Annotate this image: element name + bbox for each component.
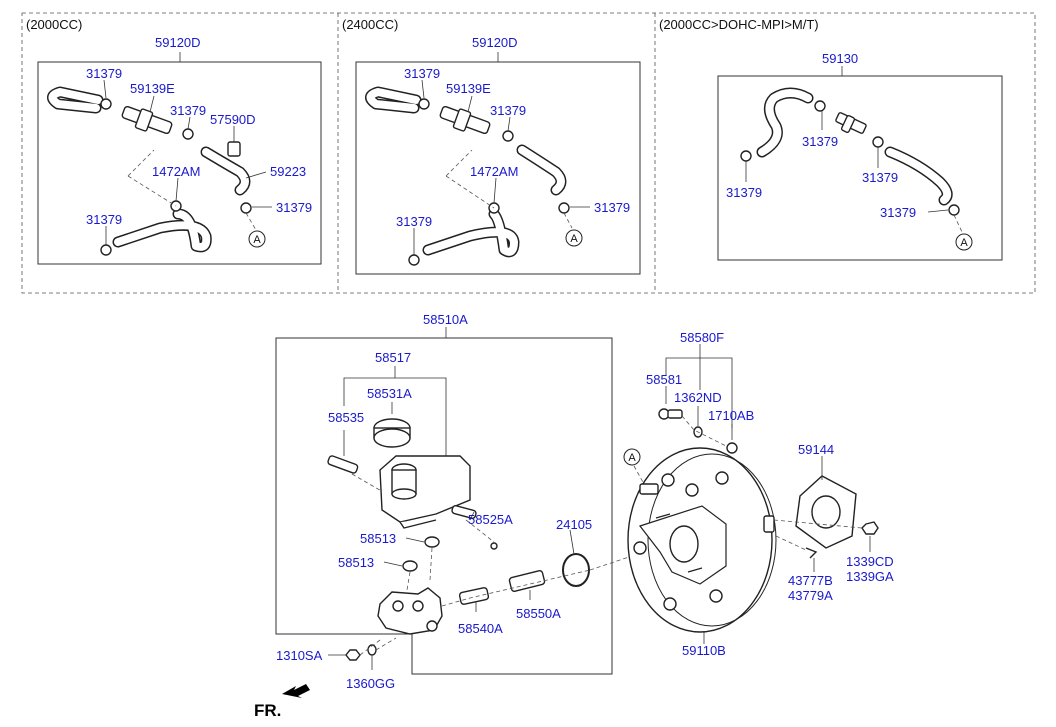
hose-clamp xyxy=(100,98,112,110)
callout-59139e: 59139E xyxy=(130,81,175,96)
master-cylinder-body xyxy=(377,587,443,635)
callout-1362nd: 1362ND xyxy=(674,390,722,405)
vacuum-fitting xyxy=(835,112,867,134)
front-arrow-icon xyxy=(282,684,310,698)
hose-clamp xyxy=(502,130,514,142)
callout-1339ga: 1339GA xyxy=(846,569,894,584)
hose-clamp xyxy=(948,204,960,216)
callout-58580f: 58580F xyxy=(680,330,724,345)
hose-clamp xyxy=(814,100,826,112)
callout-24105: 24105 xyxy=(556,517,592,532)
callout-58531a: 58531A xyxy=(367,386,412,401)
section-title-2000cc-dohc: (2000CC>DOHC-MPI>M/T) xyxy=(659,17,819,32)
reservoir-tank xyxy=(379,455,471,529)
callout-31379: 31379 xyxy=(170,103,206,118)
callout-1360gg: 1360GG xyxy=(346,676,395,691)
hose-kit-box xyxy=(37,61,322,265)
callout-1472am: 1472AM xyxy=(152,164,200,179)
callout-31379: 31379 xyxy=(726,185,762,200)
hose-clamp xyxy=(418,98,430,110)
hose-clamp xyxy=(872,136,884,148)
callout-1710ab: 1710AB xyxy=(708,408,754,423)
reservoir-pin xyxy=(327,455,359,474)
callout-31379: 31379 xyxy=(862,170,898,185)
callout-59120d: 59120D xyxy=(155,35,201,50)
callout-58535: 58535 xyxy=(328,410,364,425)
master-cylinder-group: 58510A 58517 58531A 58535 58525A 58513 5… xyxy=(275,312,651,691)
callout-59130: 59130 xyxy=(822,51,858,66)
section-2400cc-group: A 59120D 31379 59139E 31379 1472AM 31379… xyxy=(355,35,641,275)
hex-nut xyxy=(861,521,879,535)
callout-31379: 31379 xyxy=(276,200,312,215)
o-ring xyxy=(562,553,590,587)
section-2000cc-group: A 59120D 31379 59139E 31379 57590D 59223… xyxy=(37,35,322,265)
hex-nut xyxy=(345,649,361,661)
callout-58513: 58513 xyxy=(338,555,374,570)
section-dohc-group: A 59130 31379 31379 31379 31379 xyxy=(717,51,1003,261)
callout-31379: 31379 xyxy=(490,103,526,118)
ref-marker-a: A xyxy=(570,233,578,245)
callout-59144: 59144 xyxy=(798,442,834,457)
brake-booster-group: A 58580F 58581 1362ND 1710AB 59144 1339C… xyxy=(623,330,894,658)
callout-58550a: 58550A xyxy=(516,606,561,621)
vacuum-nipple xyxy=(639,483,659,495)
callout-57590d: 57590D xyxy=(210,112,256,127)
callout-1339cd: 1339CD xyxy=(846,554,894,569)
callout-31379: 31379 xyxy=(396,214,432,229)
section-title-2400cc: (2400CC) xyxy=(342,17,398,32)
callout-58513: 58513 xyxy=(360,531,396,546)
callout-59223: 59223 xyxy=(270,164,306,179)
hose-clamp xyxy=(408,254,420,266)
gasket xyxy=(795,475,857,549)
callout-43777b: 43777B xyxy=(788,573,833,588)
hose-clamp xyxy=(182,128,194,140)
callout-31379: 31379 xyxy=(86,66,122,81)
callout-58525a: 58525A xyxy=(468,512,513,527)
callout-31379: 31379 xyxy=(880,205,916,220)
callout-43779a: 43779A xyxy=(788,588,833,603)
front-direction-indicator: FR. xyxy=(254,684,310,720)
check-valve xyxy=(439,105,491,135)
callout-59120d: 59120D xyxy=(472,35,518,50)
callout-59139e: 59139E xyxy=(446,81,491,96)
spring-clip xyxy=(805,547,818,559)
callout-58581: 58581 xyxy=(646,372,682,387)
callout-31379: 31379 xyxy=(404,66,440,81)
push-rod-seal xyxy=(508,570,546,592)
screw xyxy=(490,542,498,550)
piston-seal xyxy=(458,587,490,605)
ref-marker-a: A xyxy=(253,234,261,246)
washer xyxy=(367,644,377,656)
brake-booster-body xyxy=(627,447,777,633)
hose-clamp xyxy=(558,202,570,214)
check-valve xyxy=(121,105,173,135)
seal-ring xyxy=(726,442,738,454)
hose-kit-box xyxy=(717,75,1003,261)
master-cylinder-box xyxy=(275,337,613,675)
callout-58510a: 58510A xyxy=(423,312,468,327)
hose-clamp xyxy=(240,202,252,214)
callout-1472am: 1472AM xyxy=(470,164,518,179)
callout-31379: 31379 xyxy=(594,200,630,215)
front-label: FR. xyxy=(254,701,281,720)
callout-31379: 31379 xyxy=(86,212,122,227)
grommet xyxy=(402,560,418,572)
hose-connector-57590d xyxy=(227,141,241,157)
callout-31379: 31379 xyxy=(802,134,838,149)
hose-clamp xyxy=(100,244,112,256)
callout-1310sa: 1310SA xyxy=(276,648,323,663)
callout-58540a: 58540A xyxy=(458,621,503,636)
section-title-2000cc: (2000CC) xyxy=(26,17,82,32)
reservoir-cap xyxy=(373,418,411,448)
grommet xyxy=(424,536,440,548)
mounting-pin xyxy=(451,505,477,519)
callout-59110b: 59110B xyxy=(682,643,726,658)
hose-clamp xyxy=(740,150,752,162)
ref-marker-a: A xyxy=(628,452,636,464)
check-valve-fitting xyxy=(658,408,683,420)
ref-marker-a: A xyxy=(960,237,968,249)
top-section-frame xyxy=(21,12,1036,294)
callout-58517: 58517 xyxy=(375,350,411,365)
